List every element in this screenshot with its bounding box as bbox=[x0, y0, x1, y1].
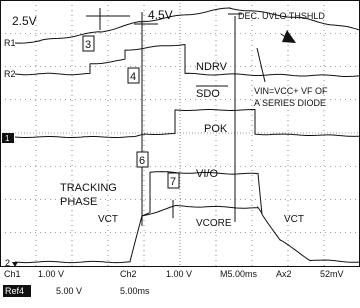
status-ref-time: 5.00ms bbox=[120, 286, 150, 296]
status-trigger-level: 52mV bbox=[320, 269, 344, 279]
status-ref-label: Ref4 bbox=[5, 286, 24, 296]
label-ndrv: NDRV bbox=[196, 61, 228, 73]
step-marker-3: 3 bbox=[85, 39, 91, 51]
annotation-lines bbox=[86, 8, 291, 226]
step-marker-7-box bbox=[167, 172, 180, 189]
graticule-frame bbox=[0, 0, 360, 267]
label-vcore: VCORE bbox=[196, 218, 232, 229]
status-ref-scale: 5.00 V bbox=[56, 286, 82, 296]
step-marker-3-box bbox=[82, 35, 95, 52]
label-dec-uvlo: DEC. UVLO THSHLD bbox=[238, 11, 325, 21]
step-marker-6-box bbox=[136, 151, 149, 168]
label-vin-line1: VIN=VCC+ VF OF bbox=[254, 86, 328, 96]
status-ch1-label: Ch1 bbox=[4, 269, 21, 279]
label-tracking-line1: TRACKING bbox=[60, 182, 117, 194]
label-pok: POK bbox=[204, 123, 228, 135]
ch1-ground-marker bbox=[2, 133, 14, 143]
label-2-5v: 2.5V bbox=[12, 14, 37, 28]
status-ch1-scale: 1.00 V bbox=[38, 269, 64, 279]
marker-ch2: 2 bbox=[5, 258, 10, 268]
label-tracking-line2: PHASE bbox=[60, 196, 97, 208]
marker-ch1: 1 bbox=[5, 134, 10, 143]
graticule bbox=[0, 0, 360, 267]
series-r1 bbox=[14, 7, 360, 44]
series-r2 bbox=[14, 44, 360, 77]
series-ch1 bbox=[14, 109, 360, 138]
label-vin-line2: A SERIES DIODE bbox=[254, 98, 326, 108]
marker-r2: R2 bbox=[4, 69, 16, 79]
arrow-head-icon bbox=[282, 30, 296, 43]
marker-ch2-arrow-icon bbox=[12, 262, 18, 267]
label-sdo: SDO bbox=[196, 88, 220, 100]
status-trigger: Ax2 bbox=[276, 269, 292, 279]
label-vio: VI/O bbox=[196, 168, 218, 180]
label-vct-left: VCT bbox=[98, 214, 118, 225]
step-marker-7: 7 bbox=[170, 176, 176, 188]
series-ch2 bbox=[14, 171, 360, 264]
step-marker-4-box bbox=[127, 67, 140, 84]
step-marker-4: 4 bbox=[130, 71, 136, 83]
step-marker-6: 6 bbox=[139, 155, 145, 167]
ref4-badge bbox=[3, 285, 31, 297]
label-4-5v: 4.5V bbox=[148, 8, 173, 22]
series-ch2-vcore bbox=[141, 204, 263, 217]
status-ch2-label: Ch2 bbox=[120, 269, 137, 279]
label-vct-right: VCT bbox=[284, 214, 304, 225]
marker-r1: R1 bbox=[4, 38, 16, 48]
status-timebase: M5.00ms bbox=[220, 269, 258, 279]
status-ch2-scale: 1.00 V bbox=[166, 269, 192, 279]
